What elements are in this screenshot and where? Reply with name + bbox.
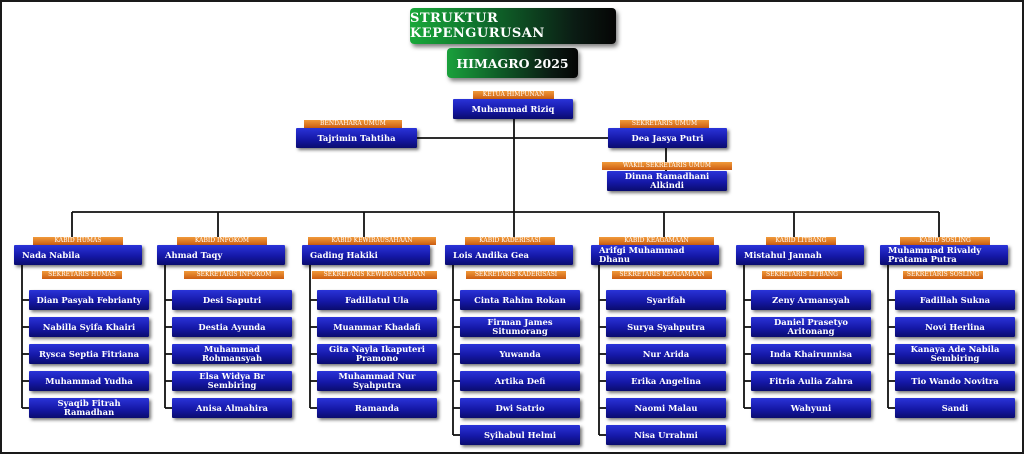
member-name-box: Nabilla Syifa Khairi (29, 317, 149, 337)
ketua-role-label: KETUA HIMPUNAN (473, 91, 554, 99)
member-name-box: Inda Khairunnisa (751, 344, 871, 364)
wakil-sekretaris-name-box: Dinna Ramadhani Alkindi (607, 171, 727, 191)
kabid-role-label: KABID KEAGAMAAN (599, 237, 714, 245)
member-name-box: Naomi Malau (606, 398, 726, 418)
member-name-box: Novi Herlina (895, 317, 1015, 337)
member-name-box: Surya Syahputra (606, 317, 726, 337)
member-name-box: Fitria Aulia Zahra (751, 371, 871, 391)
member-name-box: Ramanda (317, 398, 437, 418)
member-name-box: Yuwanda (460, 344, 580, 364)
ketua-name-box: Muhammad Riziq (453, 99, 573, 119)
kabid-role-label: KABID HUMAS (33, 237, 123, 245)
bendahara-role-label: BENDAHARA UMUM (304, 120, 402, 128)
member-name-box: Kanaya Ade Nabila Sembiring (895, 344, 1015, 364)
sekretaris-role-label: SEKRETARIS UMUM (620, 120, 709, 128)
member-name-box: Sandi (895, 398, 1015, 418)
member-name-box: Muammar Khadafi (317, 317, 437, 337)
chart-title: STRUKTUR KEPENGURUSAN (410, 8, 616, 44)
member-name-box: Fadillah Sukna (895, 290, 1015, 310)
kabid-name-box: Gading Hakiki (302, 245, 430, 265)
member-name-box: Rysca Septia Fitriana (29, 344, 149, 364)
top-connectors (71, 119, 940, 246)
sekretaris-role-label: SEKRETARIS KEWIRAUSAHAAN (312, 271, 437, 279)
member-name-box: Destia Ayunda (172, 317, 292, 337)
sekretaris-role-label: SEKRETARIS SOSLING (903, 271, 983, 279)
kabid-role-label: KABID KADERISASI (465, 237, 555, 245)
member-name-box: Daniel Prasetyo Aritonang (751, 317, 871, 337)
wakil-sekretaris-role-label: WAKIL SEKRETARIS UMUM (602, 162, 732, 170)
member-name-box: Wahyuni (751, 398, 871, 418)
member-name-box: Gita Nayla Ikaputeri Pramono (317, 344, 437, 364)
sekretaris-role-label: SEKRETARIS KADERISASI (466, 271, 566, 279)
division-connectors (21, 265, 895, 436)
member-name-box: Dian Pasyah Febrianty (29, 290, 149, 310)
kabid-name-box: Muhammad Rivaldy Pratama Putra (880, 245, 1008, 265)
kabid-role-label: KABID INFOKOM (177, 237, 267, 245)
member-name-box: Erika Angelina (606, 371, 726, 391)
member-name-box: Anisa Almahira (172, 398, 292, 418)
kabid-role-label: KABID KEWIRAUSAHAAN (308, 237, 436, 245)
member-name-box: Fadillatul Ula (317, 290, 437, 310)
member-name-box: Tio Wando Novitra (895, 371, 1015, 391)
sekretaris-role-label: SEKRETARIS KEAGAMAAN (612, 271, 712, 279)
sekretaris-role-label: SEKRETARIS INFOKOM (184, 271, 284, 279)
chart-subtitle: HIMAGRO 2025 (447, 48, 578, 78)
member-name-box: Elsa Widya Br Sembiring (172, 371, 292, 391)
member-name-box: Zeny Armansyah (751, 290, 871, 310)
member-name-box: Artika Defi (460, 371, 580, 391)
kabid-name-box: Mistahul Jannah (736, 245, 864, 265)
member-name-box: Desi Saputri (172, 290, 292, 310)
member-name-box: Muhammad Nur Syahputra (317, 371, 437, 391)
member-name-box: Firman James Situmorang (460, 317, 580, 337)
member-name-box: Dwi Satrio (460, 398, 580, 418)
kabid-role-label: KABID SOSLING (900, 237, 990, 245)
sekretaris-role-label: SEKRETARIS LITBANG (762, 271, 842, 279)
kabid-name-box: Lois Andika Gea (445, 245, 573, 265)
member-name-box: Syaqib Fitrah Ramadhan (29, 398, 149, 418)
member-name-box: Nur Arida (606, 344, 726, 364)
sekretaris-role-label: SEKRETARIS HUMAS (42, 271, 122, 279)
kabid-name-box: Arifgi Muhammad Dhanu (591, 245, 719, 265)
member-name-box: Muhammad Yudha (29, 371, 149, 391)
member-name-box: Syarifah (606, 290, 726, 310)
kabid-name-box: Ahmad Taqy (157, 245, 285, 265)
sekretaris-name-box: Dea Jasya Putri (608, 128, 727, 148)
kabid-role-label: KABID LITBANG (766, 237, 836, 245)
bendahara-name-box: Tajrimin Tahtiha (296, 128, 417, 148)
kabid-name-box: Nada Nabila (14, 245, 142, 265)
member-name-box: Cinta Rahim Rokan (460, 290, 580, 310)
member-name-box: Muhammad Rohmansyah (172, 344, 292, 364)
member-name-box: Syihabul Helmi (460, 425, 580, 445)
member-name-box: Nisa Urrahmi (606, 425, 726, 445)
